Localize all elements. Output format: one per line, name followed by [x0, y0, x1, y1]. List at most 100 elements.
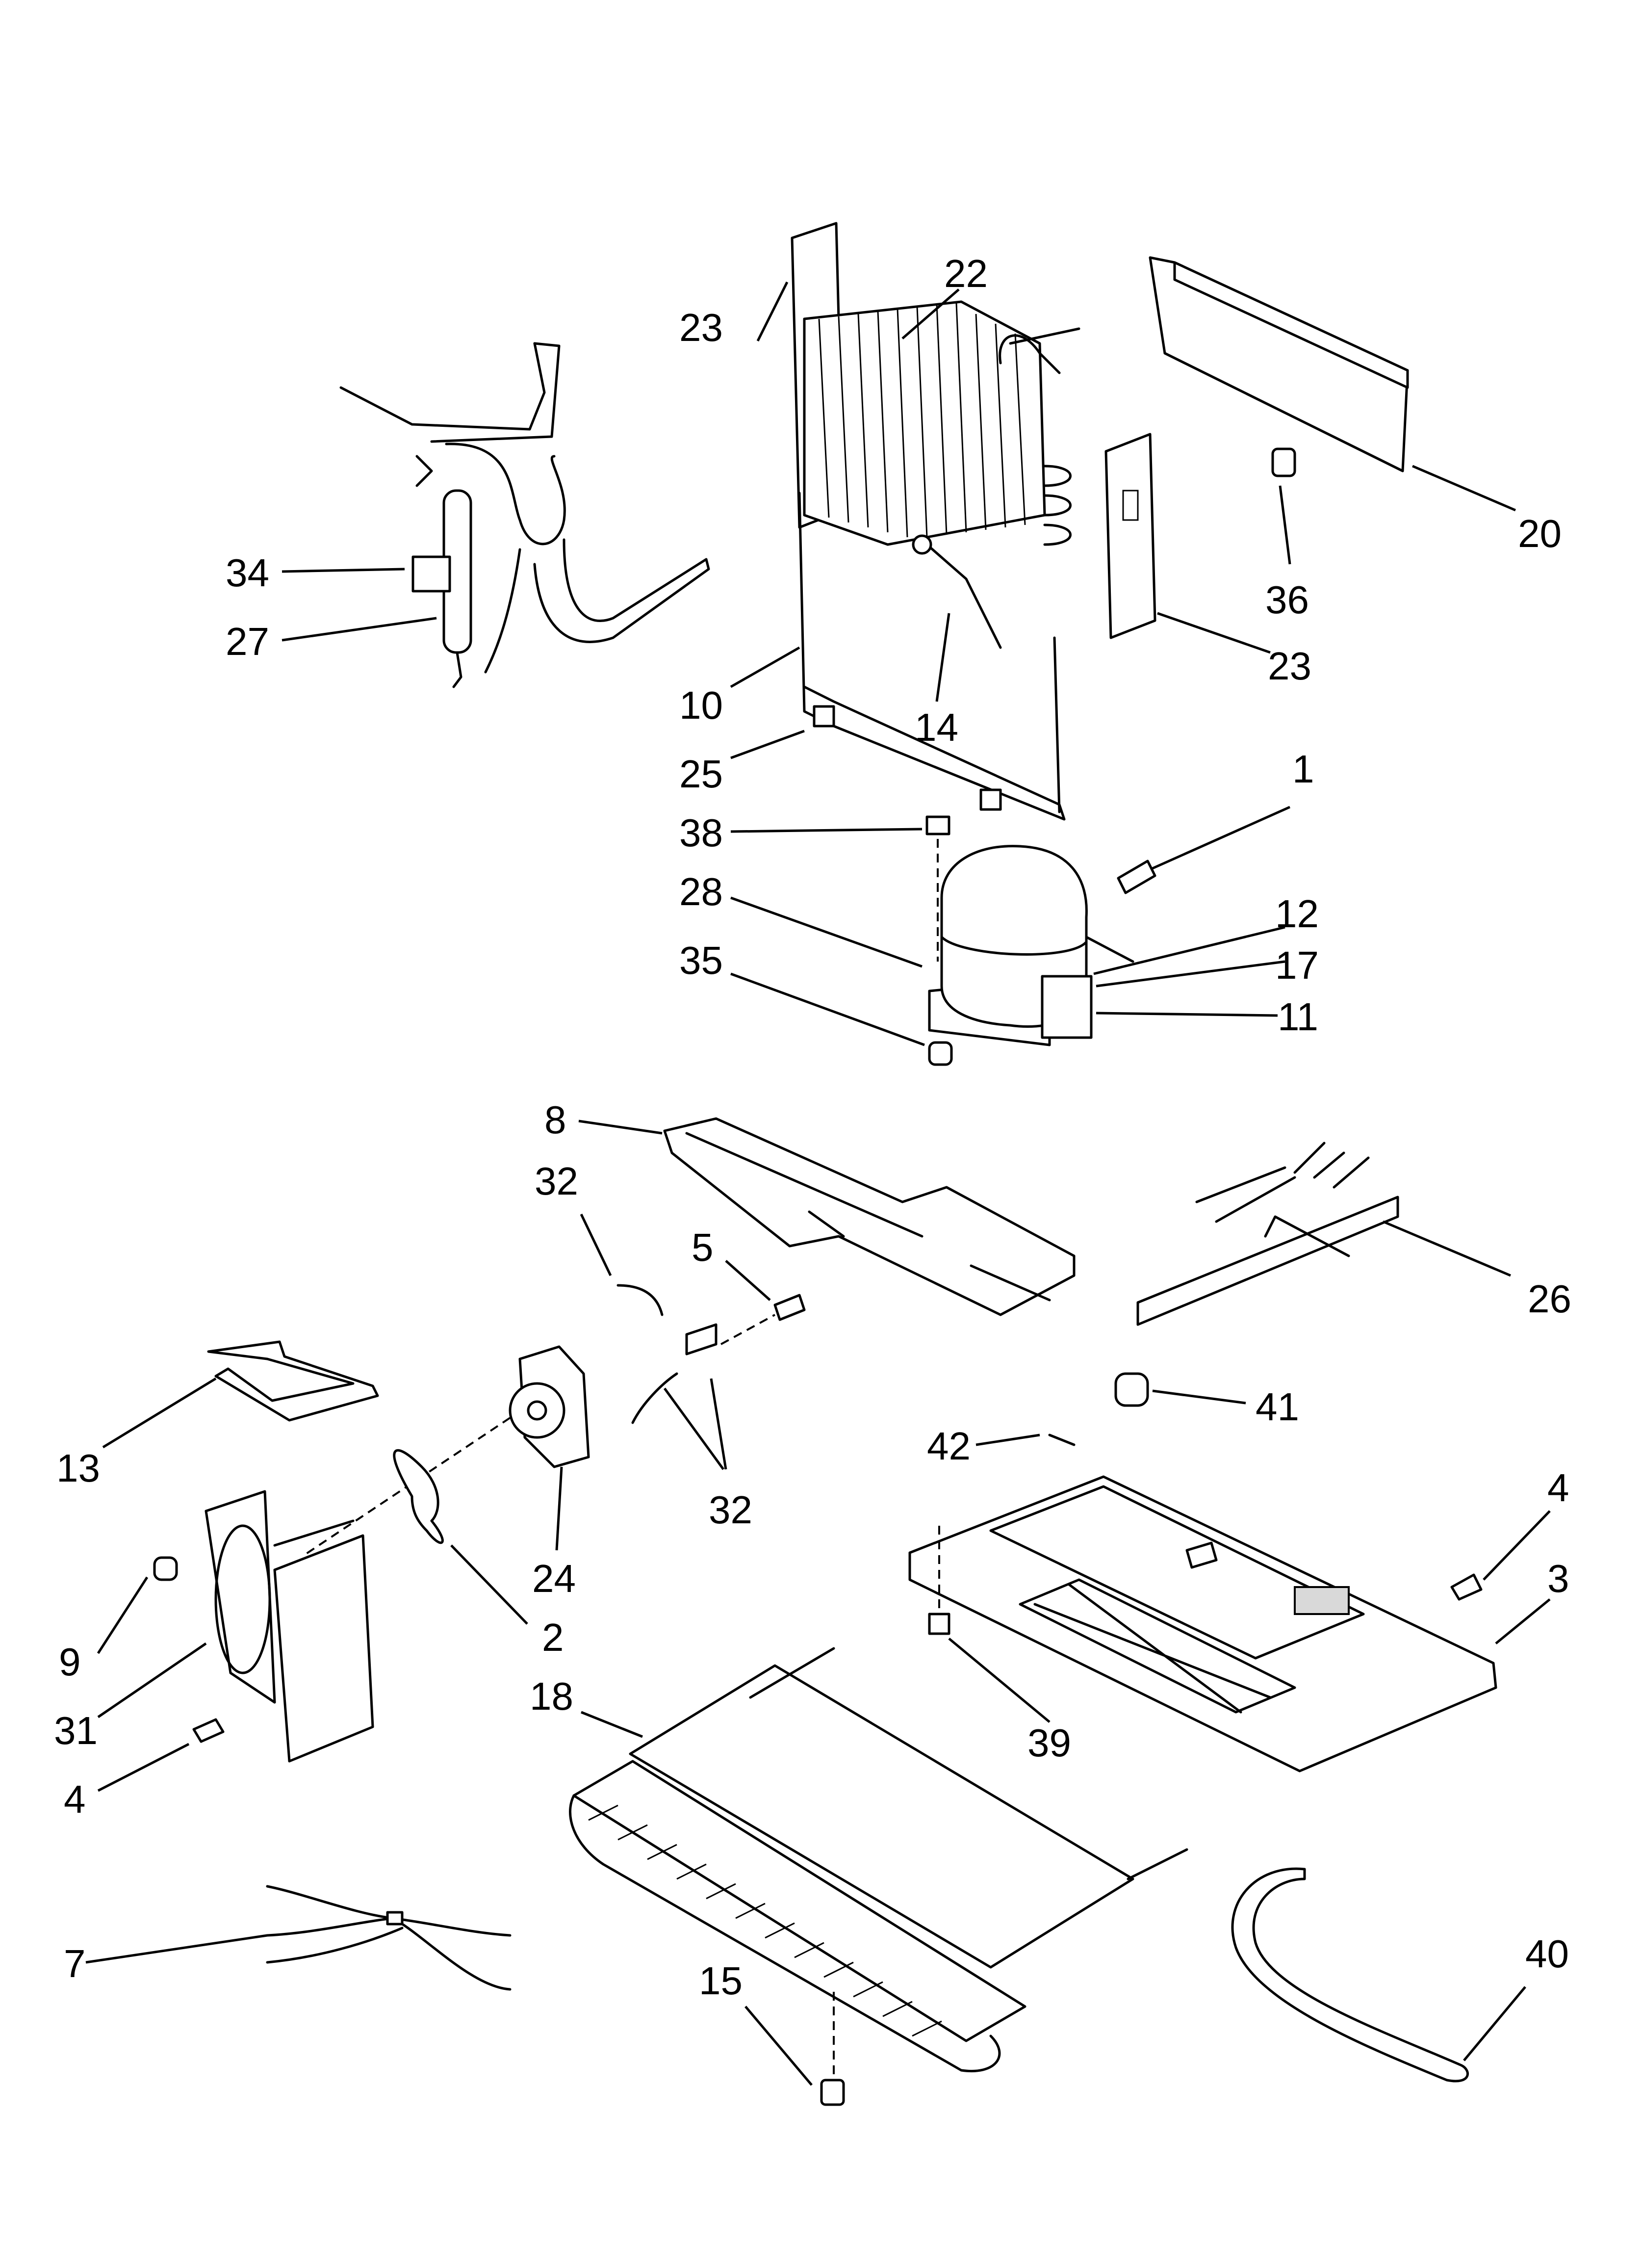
gasket: [207, 1340, 379, 1422]
callout-23-top: 23: [679, 306, 723, 349]
callout-28: 28: [679, 870, 723, 913]
callout-24: 24: [532, 1557, 576, 1600]
leader-39: [948, 1638, 1051, 1723]
screw-38: [925, 815, 950, 962]
callout-42: 42: [927, 1424, 971, 1468]
callout-4-left: 4: [64, 1777, 86, 1821]
harness-7: [266, 1885, 512, 1991]
leader-35: [730, 972, 925, 1046]
leader-17: [1096, 960, 1285, 988]
leader-36: [1279, 485, 1291, 565]
callout-39: 39: [1027, 1721, 1071, 1765]
callout-25: 25: [679, 752, 723, 796]
grommet: [928, 1041, 953, 1066]
leader-23a: [756, 281, 789, 342]
callout-23-right: 23: [1268, 644, 1311, 688]
fan-motor: [303, 1345, 590, 1556]
leader-23b: [1157, 612, 1271, 654]
leader-32a: [580, 1213, 612, 1277]
callout-20: 20: [1518, 512, 1562, 555]
leader-lines: [85, 281, 1551, 2086]
callout-26: 26: [1528, 1277, 1571, 1321]
screw-4-left: [192, 1718, 225, 1743]
leader-20: [1412, 465, 1516, 512]
cover: [1149, 256, 1409, 472]
callout-17: 17: [1275, 943, 1319, 987]
leader-1: [1152, 806, 1291, 870]
leader-24: [555, 1466, 563, 1551]
grommet-9: [153, 1556, 178, 1581]
leader-22: [901, 288, 960, 339]
leader-7: [85, 1934, 268, 1964]
leader-18: [581, 1711, 643, 1738]
wire-harness: [1136, 1142, 1399, 1326]
callout-34: 34: [226, 551, 269, 595]
screw-1: [1117, 860, 1156, 894]
callout-36: 36: [1265, 578, 1309, 622]
leader-38: [730, 828, 923, 833]
callout-1: 1: [1292, 747, 1314, 791]
leader-9: [97, 1576, 149, 1654]
callout-12: 12: [1275, 892, 1319, 936]
fan-blade: [393, 1449, 444, 1544]
leader-42: [975, 1434, 1040, 1446]
callout-9: 9: [59, 1640, 81, 1684]
callout-2: 2: [542, 1616, 564, 1659]
evaporator: [791, 222, 1080, 546]
callout-27: 27: [226, 620, 269, 663]
callout-41: 41: [1256, 1385, 1299, 1429]
callout-32-bottom: 32: [709, 1488, 752, 1532]
callout-35: 35: [679, 938, 723, 982]
leader-28: [730, 896, 923, 968]
leader-2: [450, 1544, 528, 1625]
callout-8: 8: [544, 1098, 566, 1142]
drier-tubing-assembly: [339, 342, 710, 688]
tube-40: [1231, 1867, 1469, 2083]
compressor: [928, 845, 1134, 1046]
leader-4a: [1483, 1510, 1551, 1581]
leader-27: [282, 617, 437, 642]
fitting: [1048, 1372, 1149, 1446]
heater: [912, 534, 1002, 649]
callout-7: 7: [64, 1942, 86, 1985]
leader-5: [725, 1260, 771, 1301]
leader-32b: [663, 1387, 725, 1470]
callout-15: 15: [699, 1959, 743, 2003]
drain-pan: [663, 1117, 1076, 1316]
leader-14: [935, 613, 950, 702]
callout-38: 38: [679, 811, 723, 855]
leader-4b: [97, 1743, 190, 1792]
condenser: [569, 1647, 1188, 2072]
callout-10: 10: [679, 683, 723, 727]
callout-11: 11: [1278, 995, 1318, 1039]
callout-4-right: 4: [1547, 1466, 1569, 1510]
leader-12: [1093, 926, 1285, 975]
callout-40: 40: [1525, 1932, 1569, 1976]
leader-32c: [710, 1378, 727, 1470]
screw-4-right: [1450, 1573, 1483, 1601]
leader-40: [1463, 1986, 1526, 2061]
leader-31: [97, 1642, 207, 1719]
leader-11: [1096, 1012, 1278, 1017]
leader-8: [578, 1120, 663, 1135]
callout-32-top: 32: [535, 1159, 578, 1203]
screw-39: [928, 1526, 950, 1635]
leader-25: [730, 730, 805, 759]
drain-tube: [798, 492, 1066, 821]
shroud: [205, 1490, 374, 1763]
clip-15: [820, 1992, 845, 2106]
tube-fittings: [616, 1284, 806, 1424]
leader-15: [744, 2006, 813, 2086]
callout-5: 5: [692, 1225, 714, 1269]
leader-41: [1152, 1389, 1246, 1405]
evaporator-bracket-right: [1104, 433, 1156, 639]
base-plate: [908, 1475, 1497, 1773]
callout-14: 14: [915, 705, 958, 749]
callout-18: 18: [530, 1674, 573, 1718]
leader-34: [282, 568, 405, 573]
leader-26: [1383, 1220, 1511, 1277]
callout-3: 3: [1547, 1557, 1569, 1600]
leader-13: [102, 1377, 217, 1449]
callout-31: 31: [54, 1709, 98, 1752]
leader-3: [1495, 1598, 1551, 1644]
